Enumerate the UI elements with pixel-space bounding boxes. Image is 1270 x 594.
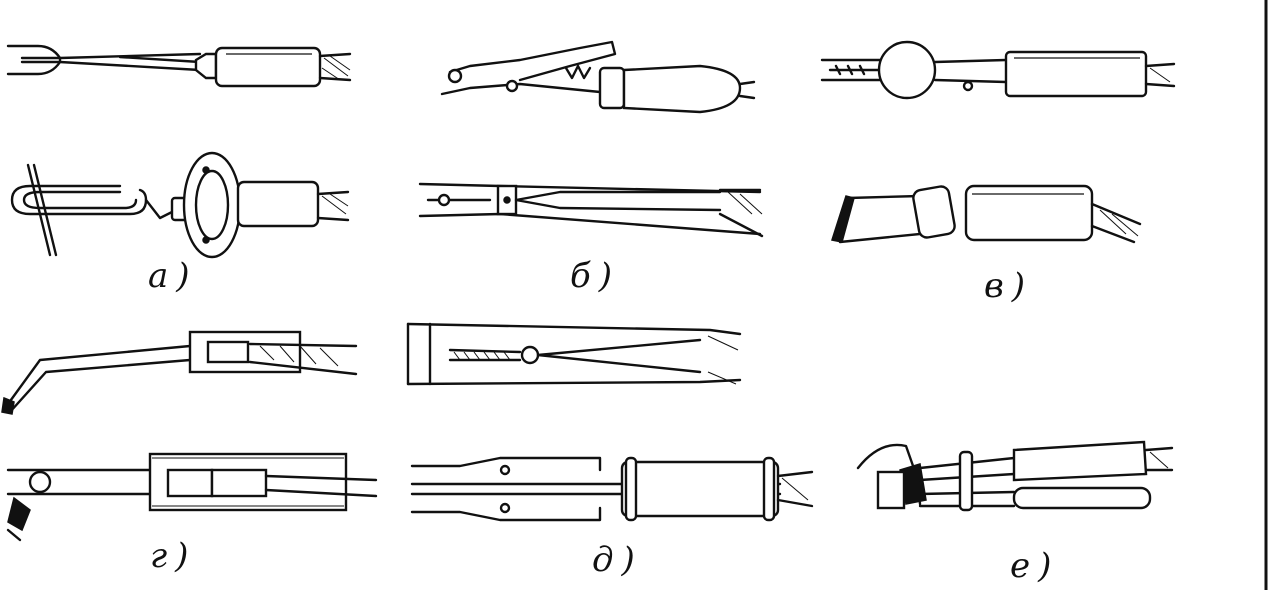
plate-holder-drawing [10, 151, 350, 259]
cartridge-holder-drawing [6, 452, 378, 542]
claw-holder-drawing [856, 440, 1174, 512]
rod-holder-drawing [410, 456, 814, 522]
ring-holder-drawing [820, 40, 1176, 100]
caption-v: в) [984, 266, 1034, 306]
tong-holder-drawing [418, 182, 764, 238]
caption-a: а) [148, 256, 198, 296]
caption-d: д) [592, 540, 643, 580]
caption-g: г) [150, 536, 197, 576]
bent-rod-holder-drawing [1, 330, 358, 415]
caption-b: б) [570, 256, 621, 296]
spring-clip-holder-drawing [440, 40, 756, 114]
long-tong-holder-drawing [406, 322, 742, 386]
caption-e: е) [1010, 546, 1060, 586]
lever-holder-drawing [831, 184, 1142, 244]
fork-holder-drawing [6, 44, 352, 88]
